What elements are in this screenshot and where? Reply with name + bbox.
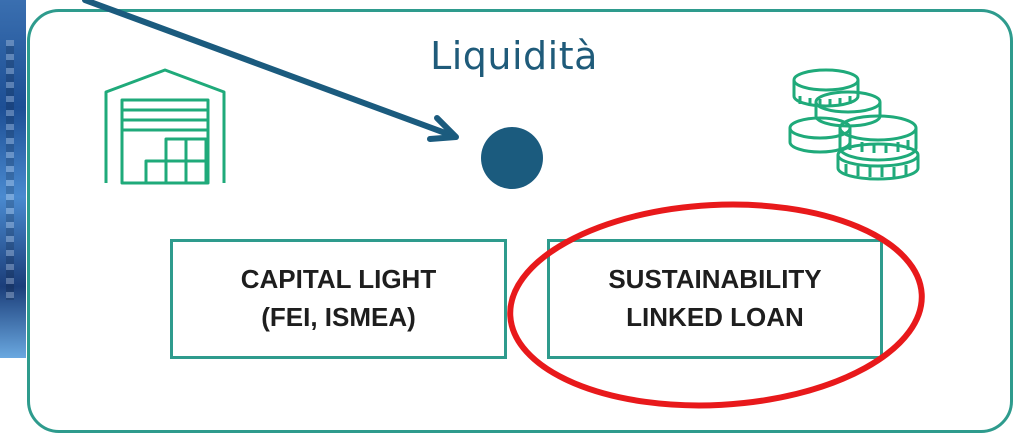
capital-light-line2: (FEI, ISMEA) — [261, 302, 416, 332]
panel-title: Liquidità — [430, 34, 598, 78]
capital-light-box: CAPITAL LIGHT (FEI, ISMEA) — [170, 239, 507, 359]
sustainability-linked-loan-box: SUSTAINABILITY LINKED LOAN — [547, 239, 883, 359]
sustainability-line1: SUSTAINABILITY — [608, 264, 822, 295]
sustainability-line2: LINKED LOAN — [626, 302, 804, 332]
background-image-strip — [0, 0, 26, 358]
target-dot — [481, 127, 543, 189]
capital-light-line1: CAPITAL LIGHT — [240, 264, 437, 295]
